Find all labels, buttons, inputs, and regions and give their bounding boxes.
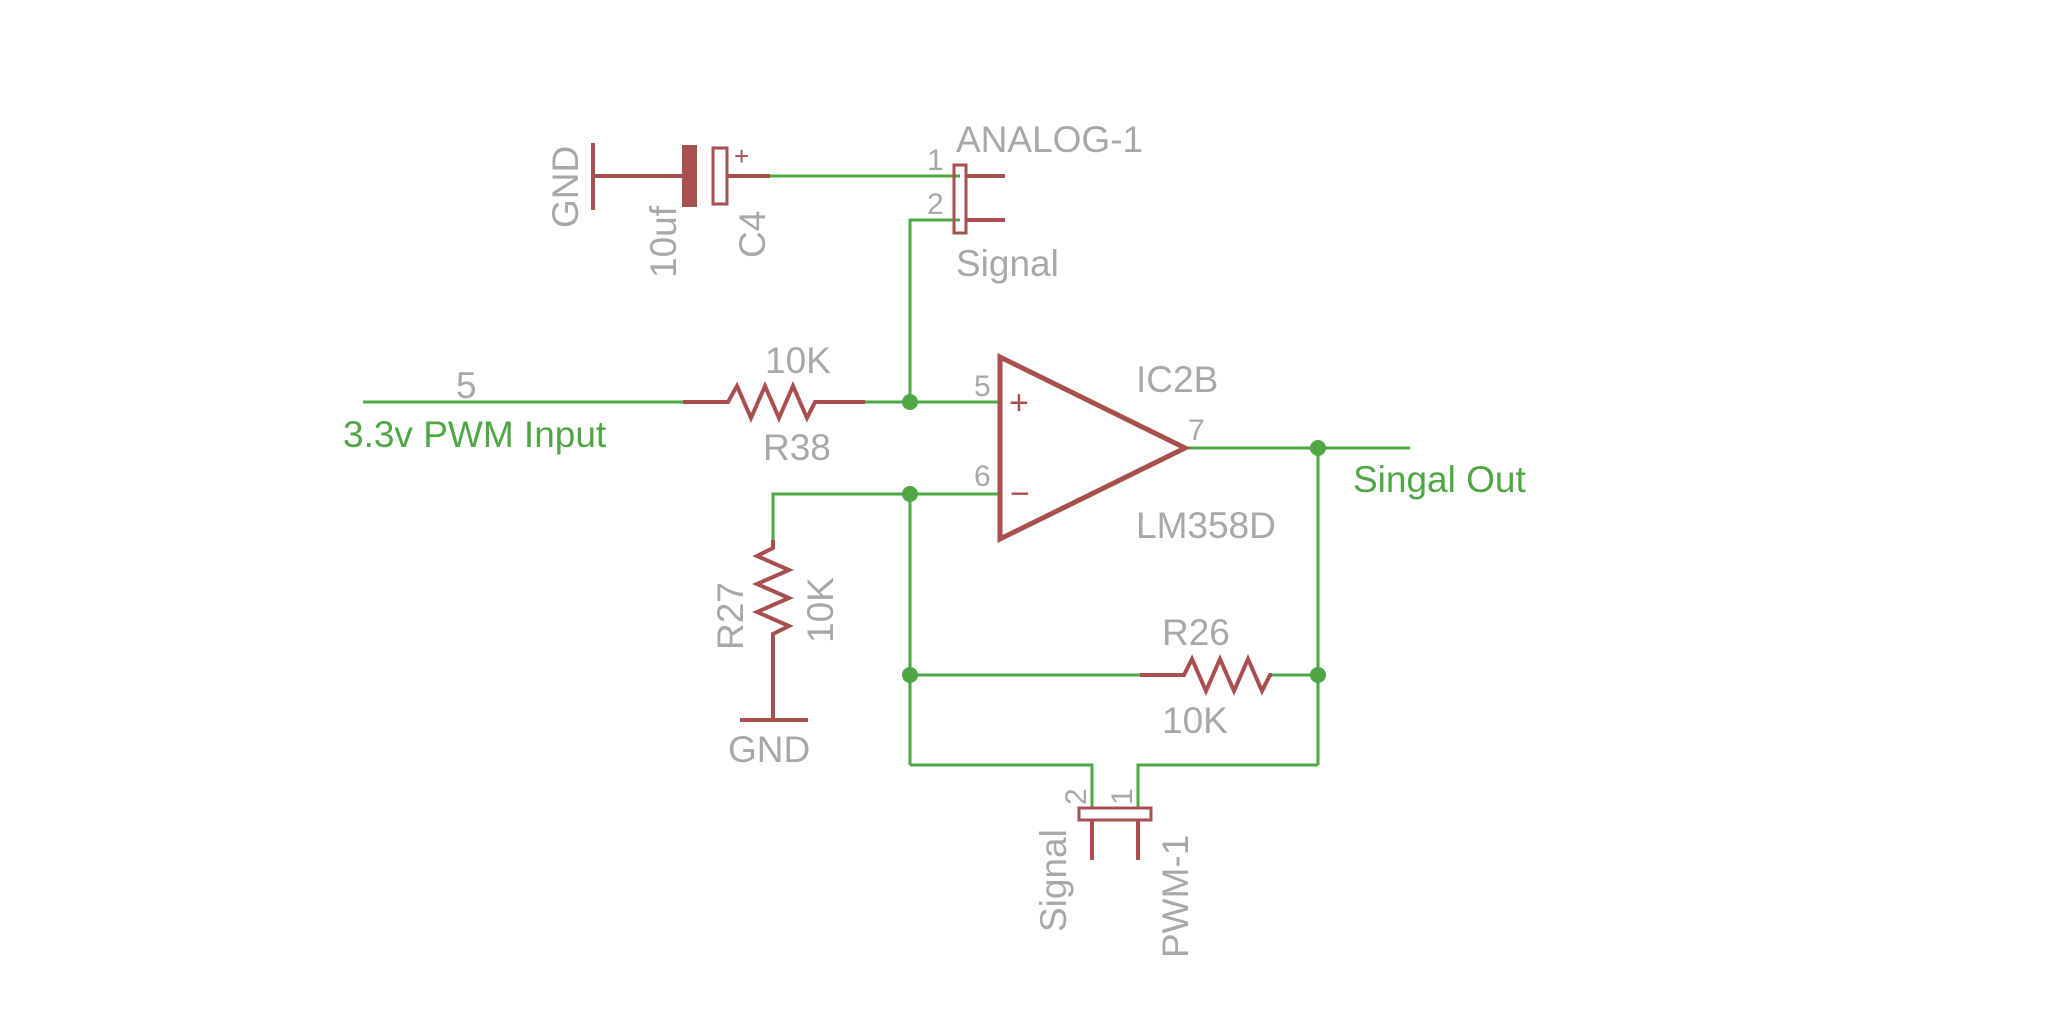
r26-zigzag (1140, 654, 1272, 696)
resistor-r26: R26 10K (1140, 612, 1272, 741)
gnd-label-top: GND (545, 146, 586, 228)
analog-pin2-number: 2 (927, 188, 944, 221)
capacitor-c4: + GND 10uf C4 (545, 141, 773, 278)
r27-value: 10K (800, 577, 841, 643)
cap-plate-negative (682, 145, 697, 207)
opamp-pin-out: 7 (1188, 414, 1205, 447)
wire-analog-pin2-to-node (908, 218, 960, 402)
input-net-label: 3.3v PWM Input (343, 414, 607, 455)
r26-value: 10K (1162, 700, 1228, 741)
cap-polarity-mark: + (734, 141, 749, 171)
r27-zigzag (752, 540, 794, 720)
opamp-triangle (997, 352, 1191, 544)
cap-value: 10uf (643, 205, 684, 278)
r26-ref: R26 (1162, 612, 1230, 653)
opamp-ic2b: + − 5 6 7 IC2B LM358D (974, 352, 1276, 546)
opamp-part: LM358D (1136, 505, 1276, 546)
opamp-minus-sign: − (1010, 475, 1030, 513)
input-pin-number: 5 (456, 365, 477, 406)
analog-connector-ref: ANALOG-1 (956, 119, 1143, 160)
opamp-pin-plus: 5 (974, 370, 991, 403)
analog-connector-value: Signal (956, 243, 1059, 284)
pwm-pin1-number: 1 (1106, 788, 1139, 805)
opamp-plus-sign: + (1009, 384, 1029, 422)
junction-feedback-right (1310, 667, 1326, 683)
junction-plus-node (902, 394, 918, 410)
pwm-connector-ref: PWM-1 (1155, 835, 1196, 958)
analog-connector: 1 2 ANALOG-1 Signal (927, 119, 1143, 284)
r38-zigzag (683, 381, 865, 423)
pwm-connector-value: Signal (1033, 829, 1074, 932)
gnd-label-bottom: GND (728, 729, 810, 770)
cap-plate-positive (711, 146, 729, 206)
r38-value: 10K (765, 340, 831, 381)
opamp-ref: IC2B (1136, 359, 1218, 400)
pwm-connector-body (1077, 806, 1153, 822)
r27-ref: R27 (710, 582, 751, 650)
junction-minus-node (902, 486, 918, 502)
r38-ref: R38 (763, 427, 831, 468)
junction-output (1310, 440, 1326, 456)
wire-bottom-right-to-pwm-pin1 (1136, 763, 1318, 808)
wire-minus-to-r27 (771, 492, 1000, 540)
opamp-pin-minus: 6 (974, 460, 991, 493)
junctions (902, 394, 1326, 683)
pwm-pin2-number: 2 (1060, 788, 1093, 805)
output-net-label: Singal Out (1353, 459, 1526, 500)
wire-bottom-left-to-pwm-pin2 (910, 763, 1094, 808)
analog-connector-body (952, 163, 968, 235)
wires (363, 174, 1410, 808)
analog-pin1-number: 1 (927, 144, 944, 177)
resistor-r38: 5 3.3v PWM Input 10K R38 (343, 340, 865, 468)
junction-feedback-left (902, 667, 918, 683)
resistor-r27: R27 10K GND (710, 540, 841, 770)
pwm-connector: 2 1 Signal PWM-1 (1033, 788, 1196, 958)
cap-ref: C4 (732, 211, 773, 258)
